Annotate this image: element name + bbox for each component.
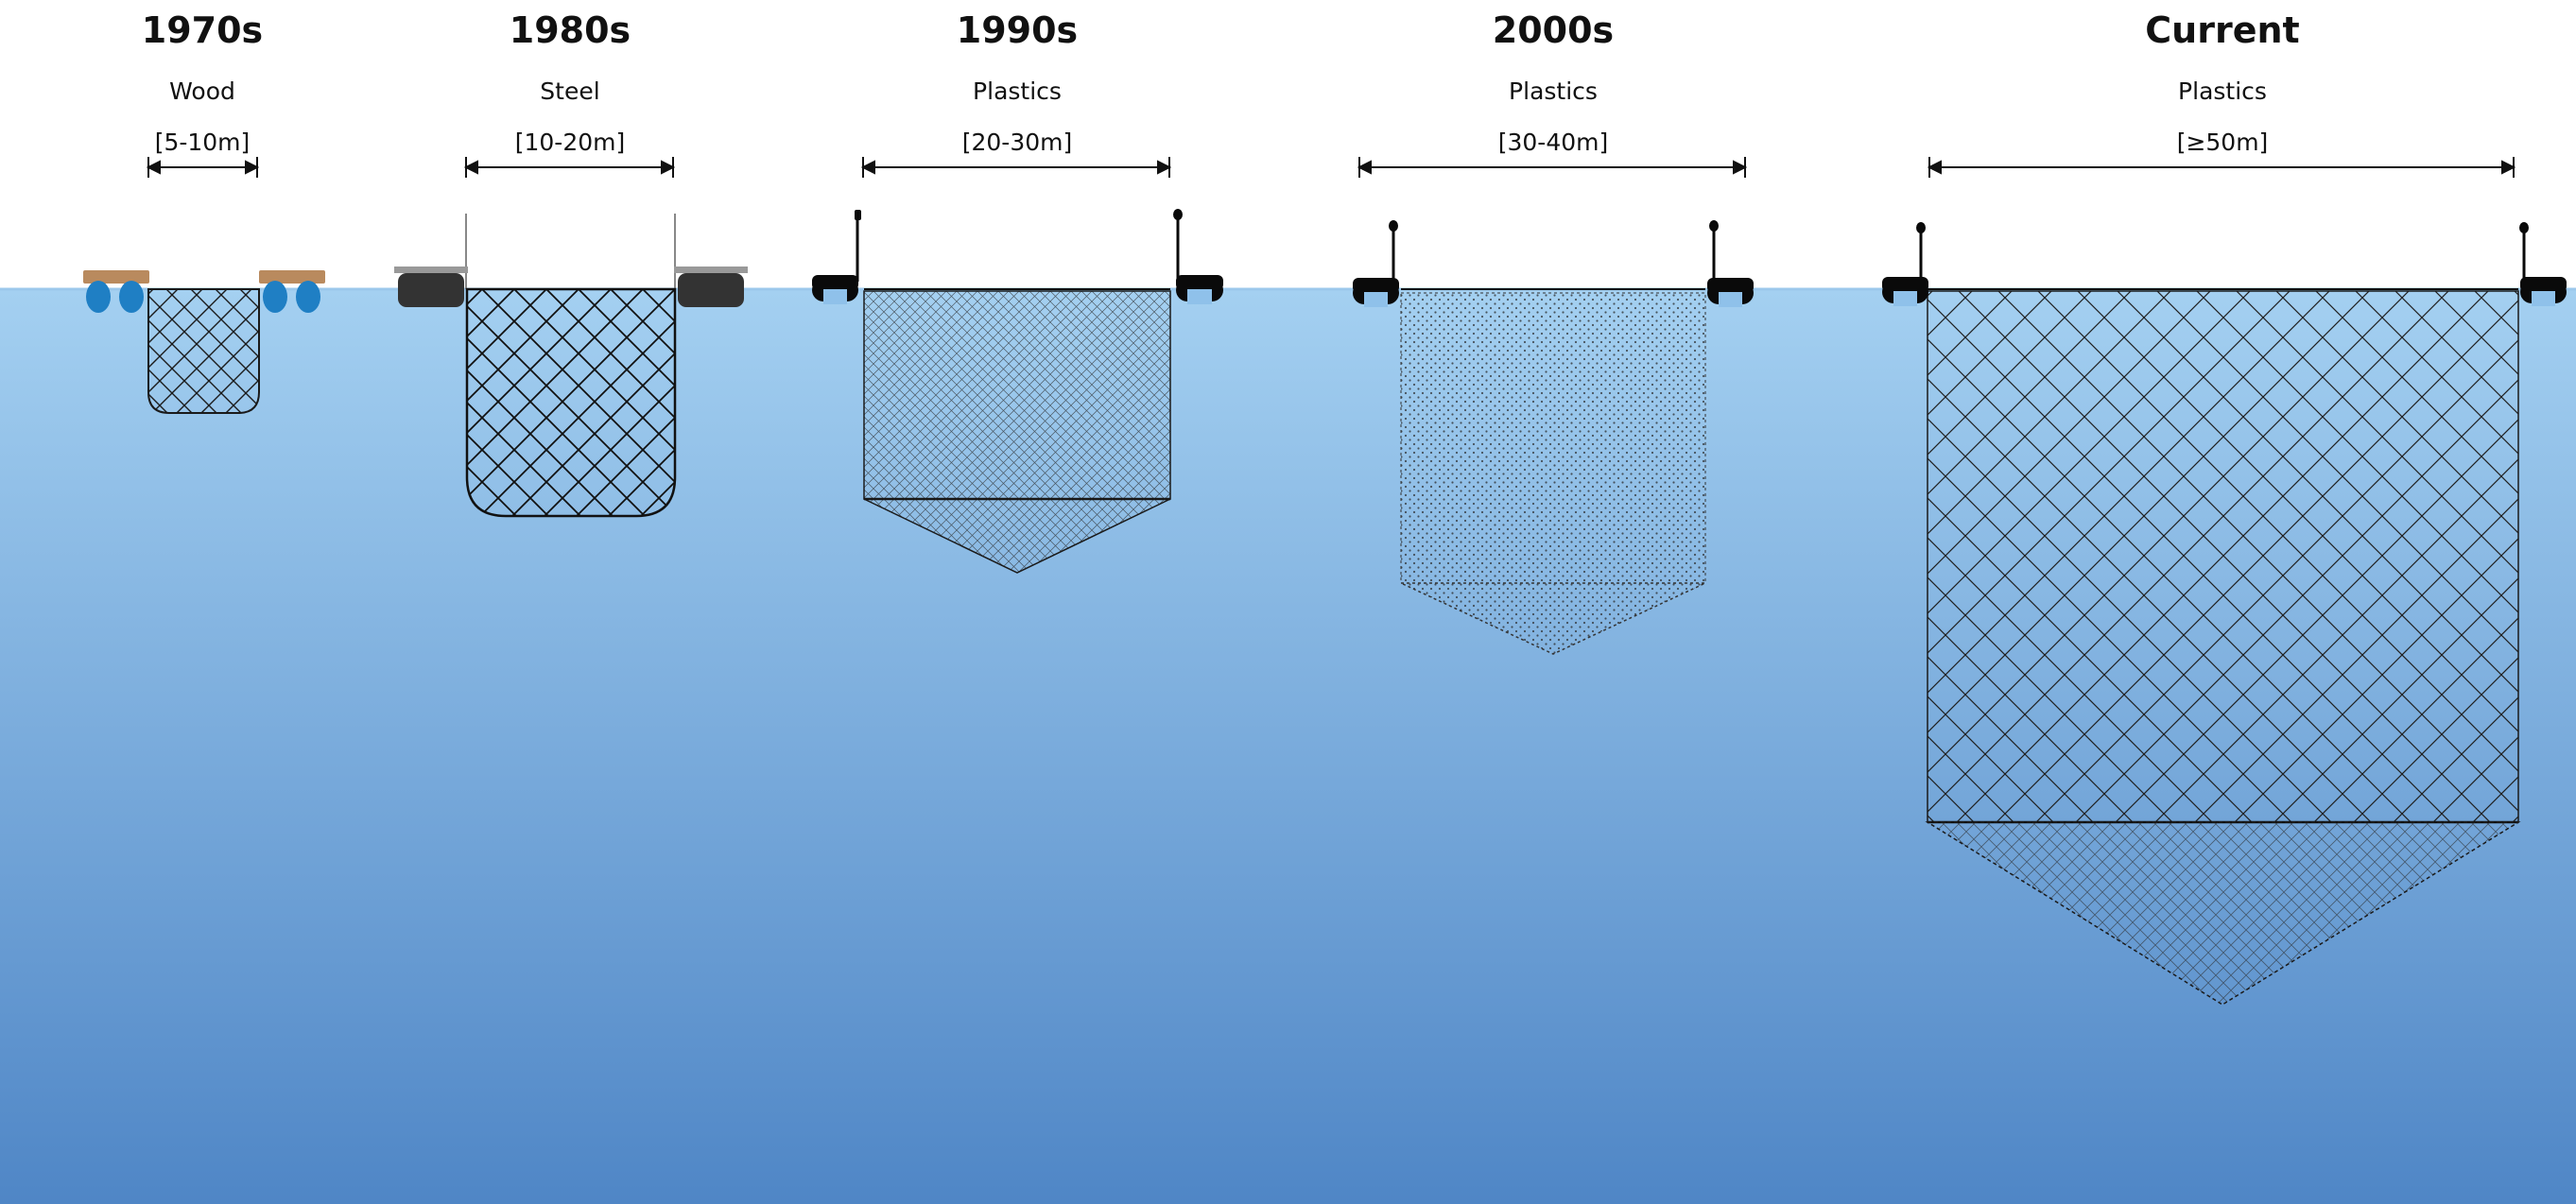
era-2000s: 2000s Plastics [30-40m] — [1353, 9, 1754, 655]
era-1990s: 1990s Plastics [20-30m] — [812, 9, 1223, 574]
era-1990s-size: [20-30m] — [962, 129, 1073, 156]
era-current-size: [≥50m] — [2177, 129, 2269, 156]
era-2000s-size: [30-40m] — [1498, 129, 1609, 156]
era-1990s-net-bottom — [863, 498, 1171, 574]
era-2000s-net-body — [1400, 292, 1706, 584]
era-2000s-dimension-arrow — [1357, 157, 1748, 178]
era-2000s-right-float — [1707, 220, 1754, 307]
era-1980s-title: 1980s — [510, 9, 631, 51]
era-1970s-net — [147, 288, 260, 414]
era-1970s-left-float — [83, 270, 149, 313]
era-current-left-float — [1882, 222, 1928, 306]
era-2000s-net-bottom — [1400, 582, 1706, 655]
era-1980s-material: Steel — [540, 77, 599, 105]
era-1970s-dimension-arrow — [146, 157, 260, 178]
era-2000s-left-float — [1353, 220, 1399, 307]
era-1970s-size: [5-10m] — [155, 129, 251, 156]
era-current-dimension-arrow — [1927, 157, 2516, 178]
era-1990s-material: Plastics — [973, 77, 1062, 105]
era-1980s-net — [465, 287, 677, 518]
era-1970s-right-float — [259, 270, 325, 313]
era-1990s-net-body — [863, 290, 1171, 500]
era-1980s-right-float — [674, 267, 748, 307]
era-1980s-size: [10-20m] — [515, 129, 626, 156]
era-current-material: Plastics — [2178, 77, 2267, 105]
era-current: Current Plastics [≥50m] — [1882, 9, 2567, 1006]
era-1990s-right-float — [1173, 209, 1223, 304]
era-2000s-material: Plastics — [1509, 77, 1598, 105]
era-1980s-dimension-arrow — [463, 157, 676, 178]
era-1970s-material: Wood — [169, 77, 235, 105]
era-current-net-body — [1927, 290, 2519, 823]
era-current-title: Current — [2145, 9, 2299, 51]
era-1990s-title: 1990s — [957, 9, 1078, 51]
era-1990s-left-float — [812, 210, 861, 304]
era-1970s-title: 1970s — [142, 9, 263, 51]
era-1990s-dimension-arrow — [860, 157, 1172, 178]
era-1980s: 1980s Steel [10-20m] — [394, 9, 748, 518]
era-1980s-left-float — [394, 267, 468, 307]
era-current-right-float — [2519, 222, 2567, 306]
era-2000s-title: 2000s — [1493, 9, 1614, 51]
era-current-net-bottom — [1925, 821, 2521, 1006]
era-1970s: 1970s Wood [5-10m] — [83, 9, 325, 414]
